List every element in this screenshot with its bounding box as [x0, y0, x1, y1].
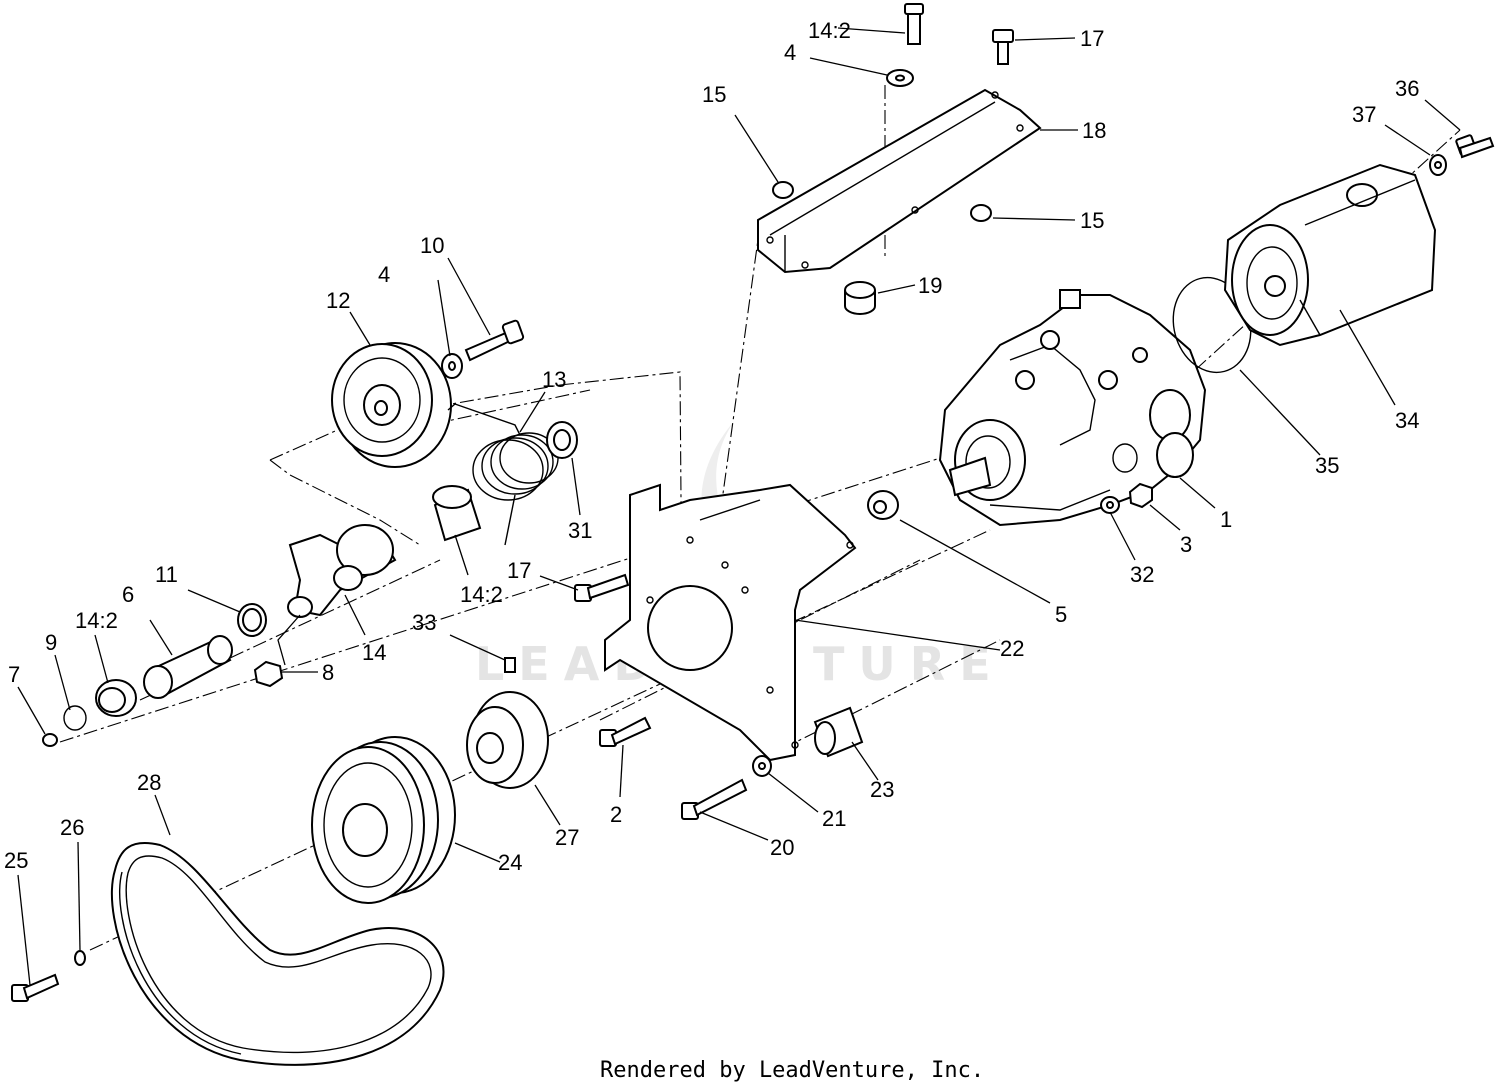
idler-arm-14	[287, 524, 397, 618]
callout-8: 8	[322, 660, 334, 685]
leader-lines	[17, 27, 1461, 986]
washer-4-top	[886, 69, 914, 87]
callout-2: 2	[610, 802, 622, 827]
callout-6: 6	[122, 582, 134, 607]
washer-32	[1100, 496, 1120, 514]
washer-37	[1429, 154, 1447, 176]
footer-credit: Rendered by LeadVenture, Inc.	[600, 1058, 984, 1083]
snap-ring-9	[63, 705, 87, 731]
callout-28: 28	[137, 770, 161, 795]
hydrostatic-pump-1	[938, 289, 1207, 527]
callout-14-2-lower: 14:2	[75, 608, 118, 633]
callout-14-2-upper: 14:2	[460, 582, 503, 607]
bolt-2	[599, 716, 652, 747]
hub-27	[466, 691, 549, 789]
belt-28	[110, 842, 445, 1066]
spacer-19	[844, 281, 876, 315]
nut-15-left	[772, 181, 794, 199]
callout-4-top: 4	[784, 40, 796, 65]
callout-13: 13	[542, 367, 566, 392]
callout-26: 26	[60, 815, 84, 840]
washer-11	[237, 603, 267, 637]
nut-15-right	[970, 204, 992, 222]
callout-20: 20	[770, 835, 794, 860]
spacer-5	[867, 490, 899, 520]
callout-37: 37	[1352, 102, 1376, 127]
callout-21: 21	[822, 806, 846, 831]
bushing-14-2-upper	[432, 485, 482, 542]
bolt-7	[42, 733, 58, 747]
callout-14: 14	[362, 640, 386, 665]
callout-36: 36	[1395, 76, 1419, 101]
callout-1: 1	[1220, 507, 1232, 532]
callout-25: 25	[4, 848, 28, 873]
washer-4-mid	[441, 353, 463, 379]
callout-9: 9	[45, 630, 57, 655]
callout-23: 23	[870, 777, 894, 802]
callout-24: 24	[498, 850, 522, 875]
gear-pump-34	[1223, 163, 1437, 347]
callout-4-mid: 4	[378, 262, 390, 287]
bolt-20	[681, 778, 748, 820]
callout-32: 32	[1130, 562, 1154, 587]
nut-8	[253, 660, 284, 688]
bracket-18	[757, 88, 1042, 274]
callout-10: 10	[420, 233, 444, 258]
bolt-25	[11, 973, 60, 1002]
callout-27: 27	[555, 825, 579, 850]
mounting-plate-22	[604, 483, 857, 762]
washer-31	[546, 421, 578, 459]
callout-16: 14:2	[808, 18, 851, 43]
idler-pulley-12	[331, 342, 452, 468]
bushing-14-2-lower	[95, 679, 137, 717]
callout-11: 11	[155, 562, 178, 587]
callout-34: 34	[1395, 408, 1419, 433]
nut-3	[1128, 482, 1153, 509]
washer-26	[74, 950, 86, 966]
bolt-17-mid	[574, 573, 630, 602]
callout-17-mid: 17	[507, 558, 531, 583]
callout-15-right: 15	[1080, 208, 1104, 233]
spacer-23	[813, 706, 864, 758]
callout-33: 33	[412, 610, 436, 635]
callout-7: 7	[8, 662, 20, 687]
callout-31: 31	[568, 518, 592, 543]
pivot-shaft-6	[143, 635, 233, 699]
washer-21	[752, 755, 772, 777]
bolt-17-top	[992, 29, 1014, 65]
drive-pulley-24	[311, 736, 456, 904]
callout-15-left: 15	[702, 82, 726, 107]
torsion-spring-13	[447, 403, 559, 546]
bolt-10	[464, 319, 525, 362]
callout-19: 19	[918, 273, 942, 298]
callout-35: 35	[1315, 453, 1339, 478]
callout-12: 12	[326, 288, 350, 313]
set-screw-33	[504, 657, 516, 673]
callout-5: 5	[1055, 602, 1067, 627]
callout-labels: 14:2 4 17 18 15 15 19 10 4 12 13 31 14:2…	[4, 18, 1419, 875]
callout-18: 18	[1082, 118, 1106, 143]
callout-22: 22	[1000, 636, 1024, 661]
callout-3: 3	[1180, 532, 1192, 557]
bolt-36	[1455, 134, 1495, 159]
callout-17-top: 17	[1080, 26, 1104, 51]
bolt-16	[904, 3, 924, 45]
